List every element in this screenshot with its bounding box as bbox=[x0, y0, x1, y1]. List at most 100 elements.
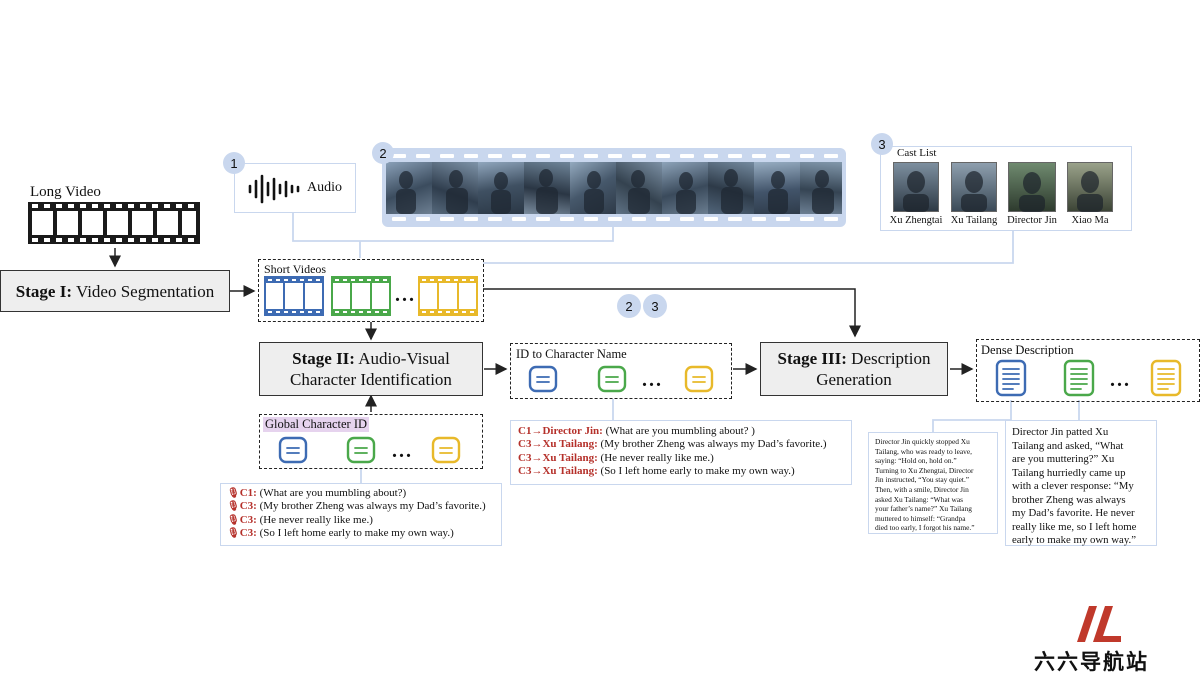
desc-large-line: with a clever response: “My bbox=[1012, 480, 1134, 492]
audio-dialogue-line-1: 🎙C1: (What are you mumbling about?) bbox=[227, 487, 501, 500]
dialogue-text: (What are you mumbling about? ) bbox=[602, 425, 755, 437]
id-to-name-box bbox=[510, 343, 732, 399]
named-dialogue-line-1: C1→Director Jin: (What are you mumbling … bbox=[518, 425, 851, 438]
desc-small-line: Tailang, who was ready to leave, bbox=[875, 446, 972, 456]
short-videos-box bbox=[258, 259, 484, 322]
desc-large-line: Tailang hurriedly came up bbox=[1012, 466, 1126, 479]
short-video-yellow-icon bbox=[418, 276, 478, 316]
watermark-text: 六六导航站 bbox=[1034, 650, 1149, 674]
desc-large-line: Director Jin patted Xu bbox=[1012, 426, 1109, 438]
speaker-label: C3→Xu Tailang: bbox=[518, 438, 598, 451]
arrow-shortvideos-to-stage3 bbox=[483, 288, 861, 338]
desc-small-line: Turning to Xu Zhengtai, Director bbox=[875, 465, 974, 475]
dense-ellipsis: ... bbox=[1110, 369, 1131, 391]
stage1-bold: Stage I: bbox=[15, 281, 72, 301]
badge-3-mid: 3 bbox=[643, 294, 667, 318]
badge-2: 2 bbox=[372, 142, 394, 164]
audio-dialogue-line-3: 🎙C3: (He never really like me.) bbox=[227, 514, 501, 527]
badge-3: 3 bbox=[871, 133, 893, 155]
cast-list-panel: Cast List Xu Zhengtai Xu Tailang Directo… bbox=[880, 146, 1132, 231]
named-dialogue-line-4: C3→Xu Tailang: (So I left home early to … bbox=[518, 465, 851, 478]
stage3-box: Stage III: Description Generation bbox=[760, 342, 948, 396]
dialogue-text: (He never really like me.) bbox=[256, 513, 373, 526]
named-dialogue-line-2: C3→Xu Tailang: (My brother Zheng was alw… bbox=[518, 438, 851, 451]
dialogue-text: (My brother Zheng was always my Dad’s fa… bbox=[597, 438, 827, 451]
dense-doc-green-icon bbox=[1063, 359, 1095, 397]
stage3-line2: Generation bbox=[816, 370, 892, 389]
audio-label: Audio bbox=[307, 180, 342, 195]
frames-sprocket-holes bbox=[392, 154, 838, 221]
desc-large-line: brother Zheng was always bbox=[1012, 493, 1126, 506]
desc-small-line: Then, with a smile, Director Jin bbox=[875, 484, 969, 494]
id-to-name-label: ID to Character Name bbox=[516, 347, 627, 361]
desc-small-line: muttered to himself: “Grandpa bbox=[875, 513, 966, 523]
stage1-box: Stage I: Video Segmentation bbox=[0, 270, 230, 312]
global-id-label: Global Character ID bbox=[263, 417, 370, 432]
frames-figure-silhouettes bbox=[396, 169, 834, 214]
short-videos-label: Short Videos bbox=[264, 262, 327, 276]
stage2-line1: Audio-Visual bbox=[354, 349, 450, 368]
global-id-green-icon bbox=[346, 436, 376, 464]
cast-list-title: Cast List bbox=[897, 147, 937, 159]
feed-castlist bbox=[483, 230, 1014, 264]
global-id-yellow-icon bbox=[431, 436, 461, 464]
watermark-logo-icon bbox=[1077, 606, 1121, 642]
audio-dialogue-panel: 🎙C1: (What are you mumbling about?) 🎙C3:… bbox=[220, 483, 502, 546]
desc-small-line: your father’s name?” Xu Tailang bbox=[875, 504, 972, 514]
desc-small-line: saying: “Hold on, hold on.” bbox=[875, 456, 957, 466]
id-token-yellow-icon bbox=[684, 365, 714, 393]
stage2-bold: Stage II: bbox=[292, 349, 355, 368]
speaker-label: C3: bbox=[239, 527, 257, 540]
audio-panel: Audio bbox=[234, 163, 356, 213]
feed-audio-frames bbox=[292, 213, 614, 242]
stage3-line1: Description bbox=[846, 349, 931, 368]
desc-large-line: Tailang and asked, “What bbox=[1012, 439, 1124, 452]
id-to-name-ellipsis: ... bbox=[642, 369, 663, 391]
dialogue-text: (He never really like me.) bbox=[597, 451, 714, 464]
short-videos-ellipsis: ... bbox=[395, 284, 416, 306]
desc-large-line: are you muttering?” Xu bbox=[1012, 453, 1115, 465]
dense-doc-yellow-icon bbox=[1150, 359, 1182, 397]
named-dialogue-line-3: C3→Xu Tailang: (He never really like me.… bbox=[518, 452, 851, 465]
microphone-icon: 🎙 bbox=[227, 488, 240, 499]
short-video-blue-icon bbox=[264, 276, 324, 316]
video-frames-strip bbox=[382, 148, 846, 227]
microphone-icon: 🎙 bbox=[227, 501, 240, 513]
global-id-ellipsis: ... bbox=[392, 440, 413, 462]
desc-large-line: really like me, so I left home bbox=[1012, 520, 1137, 533]
dense-doc-blue-icon bbox=[995, 359, 1027, 397]
stage2-line2: Character Identification bbox=[290, 370, 452, 389]
speaker-label: C3: bbox=[239, 513, 257, 526]
global-id-box bbox=[259, 414, 483, 469]
desc-small-line: died too early, I forgot his name.” bbox=[875, 523, 975, 533]
speaker-label: C3→Xu Tailang: bbox=[518, 465, 598, 478]
stage1-text: Video Segmentation bbox=[72, 281, 215, 301]
cast-name-3: Director Jin bbox=[1007, 215, 1057, 226]
stage2-box: Stage II: Audio-Visual Character Identif… bbox=[259, 342, 483, 396]
microphone-icon: 🎙 bbox=[227, 514, 240, 526]
speaker-label: C1→Director Jin: bbox=[518, 425, 603, 437]
desc-large-line: my Dad’s favorite. He never bbox=[1012, 507, 1135, 519]
audio-dialogue-line-2: 🎙C3: (My brother Zheng was always my Dad… bbox=[227, 500, 501, 513]
cast-name-2: Xu Tailang bbox=[950, 215, 998, 226]
cast-face-icons bbox=[903, 171, 1103, 212]
id-token-green-icon bbox=[597, 365, 627, 393]
id-token-blue-icon bbox=[528, 365, 558, 393]
cast-name-4: Xiao Ma bbox=[1071, 215, 1109, 226]
badge-1: 1 bbox=[223, 152, 245, 174]
global-id-blue-icon bbox=[278, 436, 308, 464]
long-video-label: Long Video bbox=[30, 184, 101, 200]
short-video-green-icon bbox=[331, 276, 391, 316]
speaker-label: C3: bbox=[239, 500, 257, 513]
dialogue-text: (So I left home early to make my own way… bbox=[597, 465, 795, 478]
speaker-label: C1: bbox=[239, 487, 257, 499]
audio-waveform-icon bbox=[248, 174, 300, 204]
microphone-icon: 🎙 bbox=[227, 528, 240, 540]
desc-small-line: asked Xu Tailang: “What was bbox=[875, 494, 964, 504]
dialogue-text: (What are you mumbling about?) bbox=[256, 487, 407, 499]
dialogue-text: (My brother Zheng was always my Dad’s fa… bbox=[256, 500, 486, 513]
desc-small-line: Jin instructed, “You stay quiet.” bbox=[875, 475, 970, 485]
cast-name-1: Xu Zhengtai bbox=[889, 215, 943, 226]
description-small-panel: Director Jin quickly stopped Xu Tailang,… bbox=[868, 432, 998, 534]
